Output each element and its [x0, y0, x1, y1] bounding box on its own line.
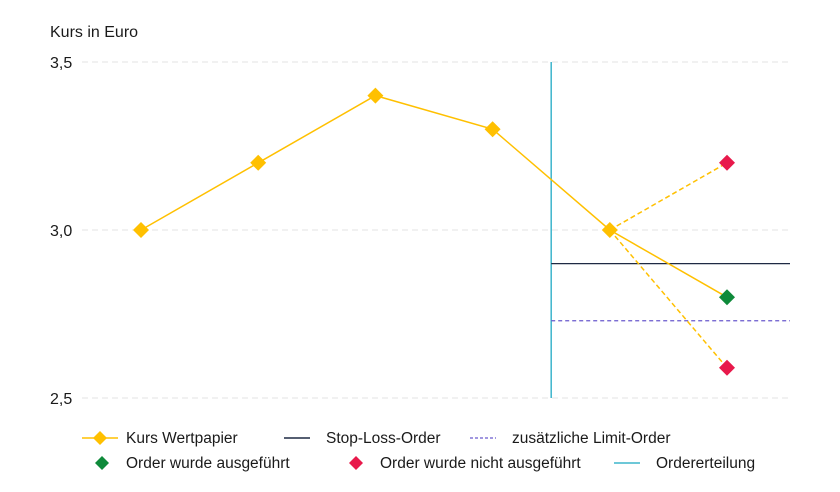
gridlines: [82, 61, 790, 399]
legend-marker: [349, 456, 363, 470]
series-line-dashed: [609, 229, 728, 369]
legend-item: zusätzliche Limit-Order: [470, 430, 671, 447]
legend: Kurs Wertpapier Stop-Loss-Order zusätzlich…: [82, 430, 755, 472]
legend-label: Stop-Loss-Order: [326, 430, 441, 447]
data-point: [601, 222, 618, 238]
executed-order-point: [719, 289, 735, 306]
legend-label: Order wurde nicht ausgeführt: [380, 455, 581, 472]
legend-label: Ordererteilung: [656, 455, 755, 472]
not-executed-order-point: [719, 154, 735, 171]
data-point: [250, 154, 267, 171]
not-executed-order-point: [719, 359, 735, 376]
legend-item: Kurs Wertpapier: [82, 430, 238, 447]
legend-item: Order wurde ausgeführt: [95, 455, 290, 472]
y-tick-label: 3,5: [50, 55, 72, 72]
y-tick-label: 2,5: [50, 391, 72, 408]
legend-marker: [93, 431, 107, 445]
data-point: [484, 121, 501, 138]
legend-marker: [95, 456, 109, 470]
legend-label: zusätzliche Limit-Order: [512, 430, 671, 447]
series-lines: [140, 94, 728, 369]
data-points: [133, 87, 735, 376]
legend-item: Stop-Loss-Order: [284, 430, 441, 447]
legend-label: Kurs Wertpapier: [126, 430, 238, 447]
data-point: [133, 222, 149, 238]
y-tick-labels: 2,5 3,0 3,5: [50, 55, 72, 408]
y-axis-title: Kurs in Euro: [50, 24, 138, 41]
series-line-dashed: [609, 162, 728, 231]
reference-lines: [550, 62, 790, 398]
y-tick-label: 3,0: [50, 223, 72, 240]
legend-item: Ordererteilung: [614, 455, 755, 472]
legend-item: Order wurde nicht ausgeführt: [349, 455, 581, 472]
data-point: [367, 87, 384, 104]
series-line: [140, 94, 728, 298]
legend-label: Order wurde ausgeführt: [126, 455, 290, 472]
